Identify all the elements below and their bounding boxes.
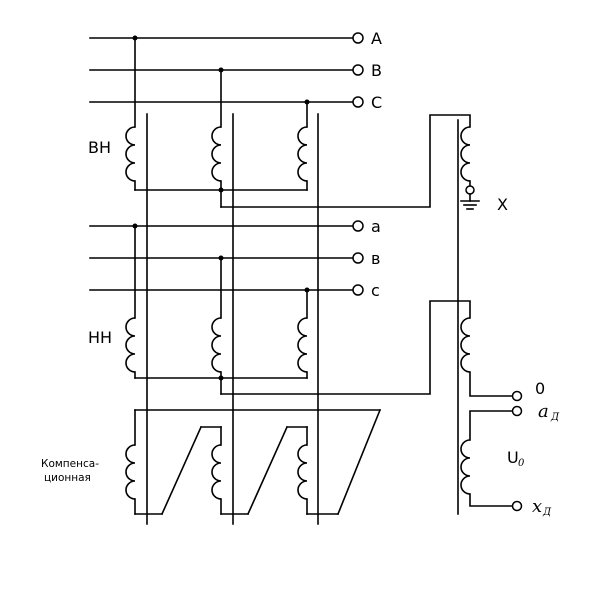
terminal-b — [352, 252, 364, 264]
terminal-c — [352, 284, 364, 296]
compensation-windings: Компенса- ционная — [41, 408, 382, 516]
measure-coil-lower — [460, 439, 471, 495]
lv-windings: НН — [88, 225, 471, 395]
label-xd: x — [532, 496, 542, 517]
measure-coil-upper — [460, 317, 471, 373]
label-U0: U — [507, 448, 519, 467]
terminal-xd — [511, 500, 523, 512]
terminal-X — [465, 185, 475, 195]
terminal-B — [352, 64, 364, 76]
hv-windings: ВН — [88, 37, 471, 208]
lead-to-0 — [469, 371, 513, 397]
measuring-winding: 0 a Д x Д U 0 — [460, 317, 560, 518]
lead-to-ad — [469, 410, 513, 441]
terminal-A — [352, 32, 364, 44]
terminal-C — [352, 96, 364, 108]
label-b: в — [371, 249, 380, 268]
label-c: c — [371, 281, 380, 300]
label-comp-2: ционная — [44, 472, 91, 484]
label-0: 0 — [535, 379, 545, 398]
label-A: A — [371, 29, 382, 48]
label-hv: ВН — [88, 138, 111, 157]
label-B: B — [371, 61, 382, 80]
label-lv: НН — [88, 328, 112, 347]
comp-coil-1 — [125, 444, 136, 500]
terminal-a — [352, 220, 364, 232]
hv-coil-C — [297, 126, 308, 182]
lv-coil-b — [211, 317, 222, 373]
label-comp-1: Компенса- — [41, 458, 99, 470]
core-limbs — [146, 113, 459, 525]
comp-closing-slant — [336, 408, 382, 516]
comp-coil-2 — [211, 444, 222, 500]
x-winding: X — [460, 126, 508, 214]
terminal-ad — [511, 405, 523, 417]
lv-coil-c — [297, 317, 308, 373]
hv-neutral-to-x — [220, 114, 471, 208]
label-ad-sub: Д — [550, 412, 560, 423]
hv-coil-B — [211, 126, 222, 182]
lv-terminals: a в c — [352, 217, 381, 300]
hv-coil-A — [125, 126, 136, 182]
lv-neutral-to-test — [220, 300, 471, 395]
hv-terminals: A B C — [352, 29, 382, 112]
label-C: C — [371, 93, 382, 112]
label-ad: a — [538, 401, 549, 422]
junction-dot — [218, 187, 224, 193]
terminal-0 — [511, 390, 523, 402]
label-X: X — [497, 195, 508, 214]
comp-slant-1 — [160, 425, 203, 516]
label-a: a — [371, 217, 381, 236]
junction-dot — [218, 375, 224, 381]
label-xd-sub: Д — [542, 507, 552, 518]
comp-slant-2 — [246, 425, 289, 516]
lead-to-xd — [469, 493, 513, 507]
lv-coil-a — [125, 317, 136, 373]
x-coil — [460, 126, 471, 182]
comp-coil-3 — [297, 444, 308, 500]
label-U0-sub: 0 — [518, 458, 525, 469]
